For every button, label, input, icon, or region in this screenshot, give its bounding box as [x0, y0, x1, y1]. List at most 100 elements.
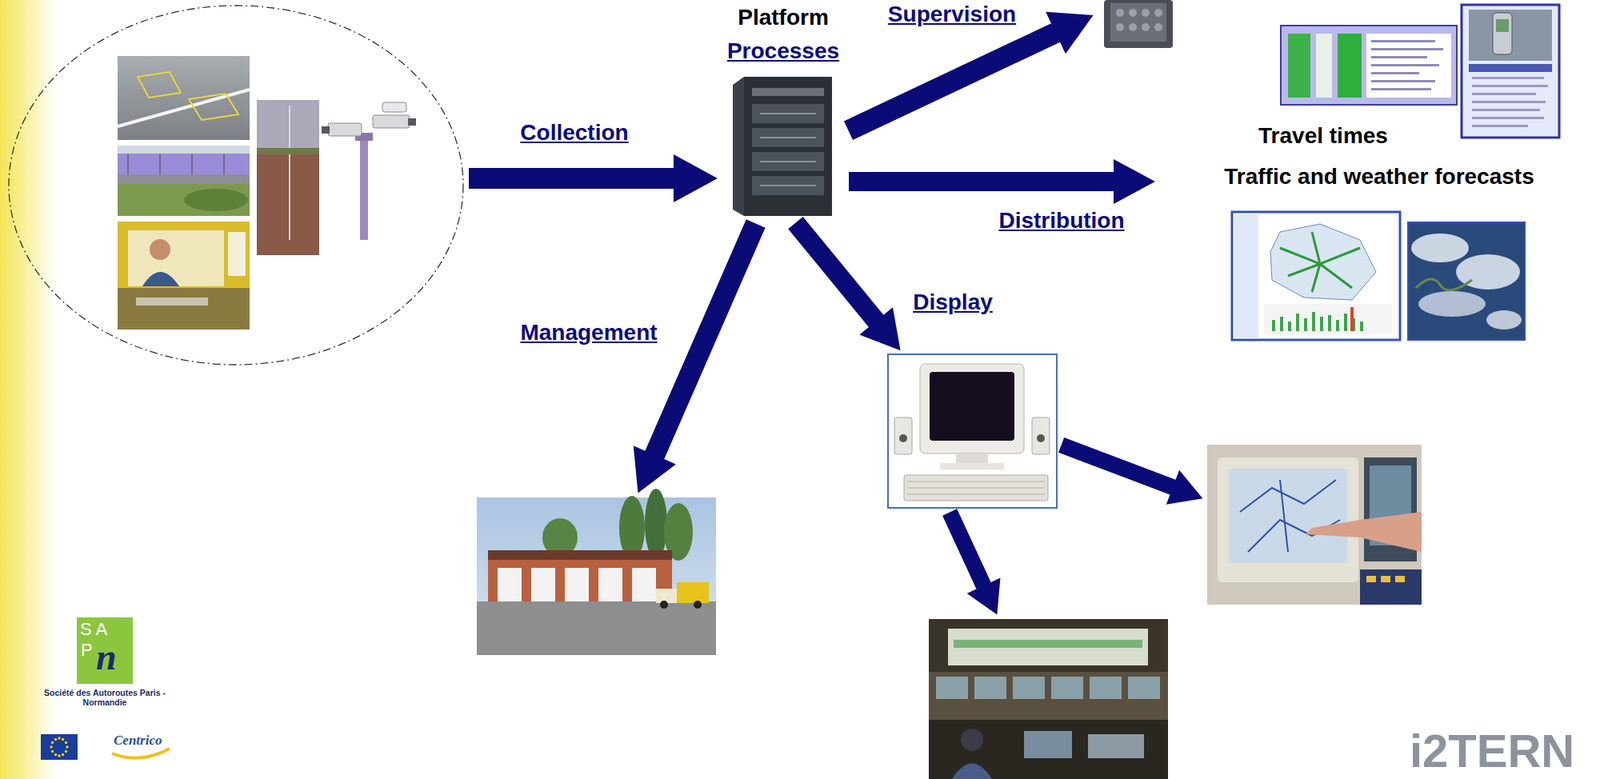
control-room — [928, 619, 1168, 779]
maintenance-centre-photo — [632, 568, 656, 602]
camera-pole — [372, 115, 410, 128]
maintenance-centre-photo — [476, 497, 716, 656]
travel-time-screenshot — [1371, 40, 1436, 43]
eu-flag — [57, 736, 60, 740]
node-text: Travel times — [1258, 123, 1388, 149]
maintenance-centre-photo — [660, 600, 668, 609]
travel-time-screenshot — [1371, 48, 1444, 51]
maintenance-centre-photo — [497, 568, 522, 602]
travel-time-screenshot — [1371, 88, 1432, 91]
eu-flag — [54, 738, 57, 741]
mobile-screenshot — [1461, 4, 1560, 138]
computer-icon — [1036, 434, 1045, 443]
node-text: Traffic and weather forecasts — [1224, 164, 1534, 190]
mobile-screenshot — [1472, 92, 1536, 96]
operator-workstation-photo — [1366, 576, 1405, 583]
toll-booth-photo — [117, 288, 250, 330]
road-loop-photo — [117, 89, 250, 127]
supervision-server — [1097, 0, 1174, 52]
computer-icon — [1032, 417, 1050, 455]
centrico-logo — [112, 748, 170, 759]
operator-workstation-photo — [1380, 576, 1391, 583]
supervision-server-icon — [1116, 8, 1124, 17]
operator-workstation-photo — [1305, 512, 1422, 552]
bridge-photo — [117, 153, 250, 175]
operator-workstation-photo — [1360, 569, 1422, 605]
traffic-map-screenshot — [1336, 320, 1340, 332]
side-band — [0, 0, 56, 779]
display-computer — [888, 354, 1057, 508]
eu-flag — [57, 754, 60, 757]
camera-pole — [321, 126, 330, 134]
control-room-photo — [948, 628, 1148, 666]
computer-icon — [920, 364, 1024, 454]
maintenance-centre-photo — [598, 568, 623, 602]
logo-letters: S A — [80, 619, 108, 640]
platform-server-icon — [760, 112, 816, 115]
block-arrow — [848, 159, 1156, 204]
toll-booth-photo — [149, 239, 171, 260]
logo-letter: P — [80, 640, 93, 660]
dashed-ellipse — [8, 5, 464, 365]
traffic-map-screenshot — [1312, 312, 1316, 332]
toll-booth-photo — [228, 232, 246, 276]
control-room-photo — [953, 640, 1143, 648]
operator-station — [1207, 444, 1422, 605]
flow-label: Supervision — [888, 1, 1016, 28]
weather-satellite-image — [1486, 310, 1522, 330]
mobile-screenshot — [1468, 64, 1552, 72]
bridge-photo — [117, 184, 250, 216]
operator-workstation-photo — [1366, 576, 1376, 583]
camera-pole — [328, 123, 362, 136]
block-arrow — [844, 12, 1094, 140]
mobile-screenshot — [1472, 76, 1548, 128]
travel-time-screenshot — [1280, 25, 1457, 105]
maintenance-centre-photo — [656, 588, 677, 604]
flow-label: Collection — [520, 120, 628, 146]
project-logo: i2TERN — [1409, 724, 1575, 779]
sapn-logo — [76, 617, 133, 684]
traffic-map-screenshot — [1320, 316, 1324, 332]
control-room-photo — [936, 676, 1160, 700]
maintenance-centre-photo — [488, 550, 672, 560]
traffic-map-screenshot — [1232, 212, 1400, 340]
control-room-photo — [1024, 731, 1072, 759]
control-room-photo — [1088, 734, 1144, 759]
travel-time-screenshot — [1280, 25, 1457, 105]
mobile-screenshot — [1472, 116, 1544, 120]
platform-server-icon — [732, 76, 832, 216]
travel-time-screenshot — [1371, 72, 1420, 75]
weather-satellite-image — [1408, 222, 1525, 340]
mobile-screenshot — [1496, 19, 1509, 32]
traffic-map-screenshot — [1234, 214, 1259, 338]
maintenance-centre-photo — [531, 568, 556, 602]
computer-icon — [929, 372, 1015, 441]
logo-letter: n — [96, 636, 117, 680]
control-room-photo — [928, 619, 1168, 779]
travel-time-screenshot — [1366, 33, 1452, 98]
platform-server-icon — [752, 176, 824, 196]
computer-icon — [907, 481, 1045, 495]
supervision-server-icon — [1110, 3, 1167, 42]
traffic-map-screenshot — [1232, 212, 1400, 340]
platform-server-icon — [752, 152, 824, 172]
supervision-server-icon — [1104, 0, 1173, 48]
control-room-photo — [1128, 676, 1160, 700]
maintenance-centre-photo — [476, 488, 716, 656]
road-loop-photo — [117, 56, 250, 140]
supervision-server-icon — [1141, 8, 1150, 17]
bridge-photo — [184, 188, 248, 212]
toll-booth-photo — [117, 221, 250, 330]
eu-flag — [49, 745, 52, 748]
mobile-screenshot — [1472, 76, 1544, 80]
computer-icon — [894, 417, 912, 455]
platform-server-icon — [752, 88, 824, 96]
traffic-map-screenshot — [1280, 316, 1284, 332]
camera-pole — [360, 137, 368, 240]
traffic-map-screenshot — [1344, 313, 1348, 332]
computer-icon — [907, 488, 1045, 489]
sensor-group — [8, 4, 464, 366]
maintenance-centre-photo — [488, 560, 672, 602]
